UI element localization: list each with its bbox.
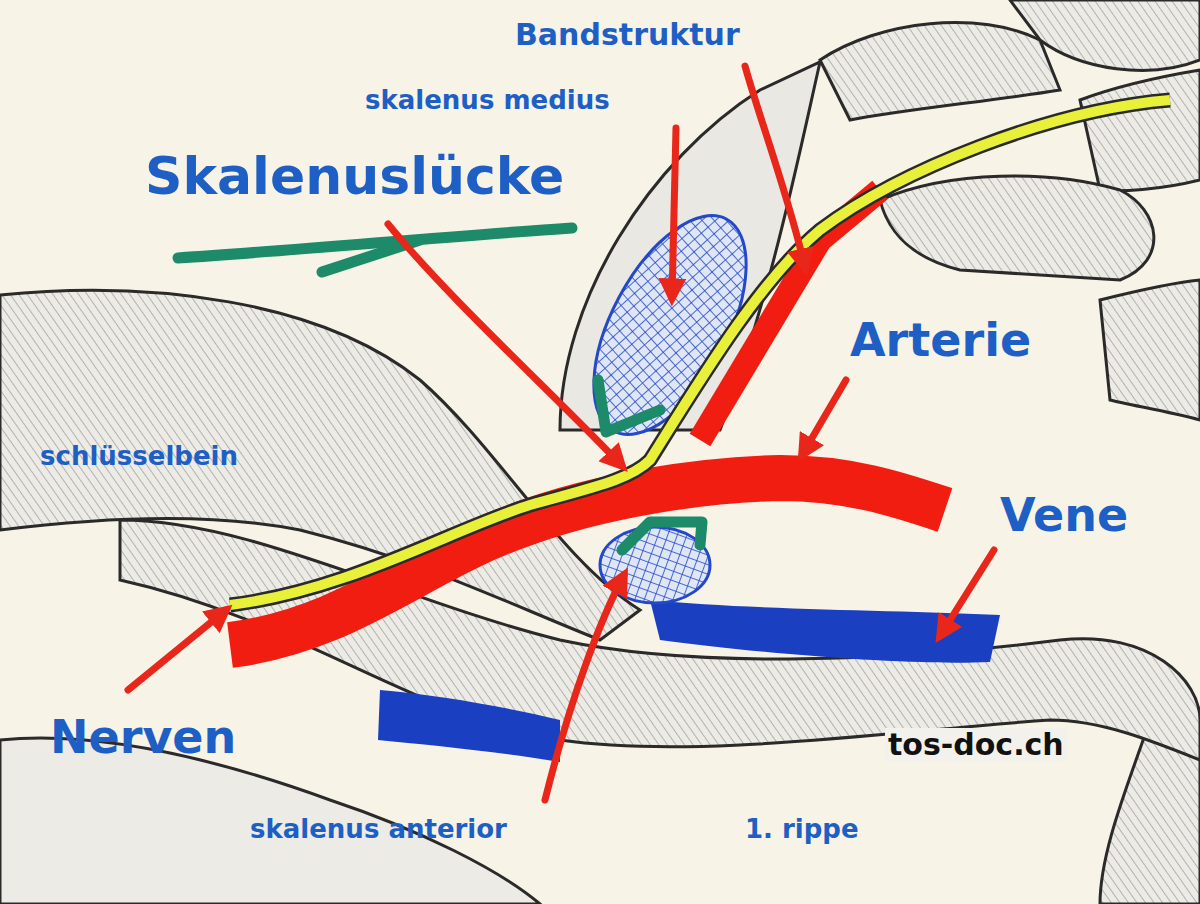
anatomy-label: schlüsselbein bbox=[40, 442, 238, 471]
anatomy-label: Skalenuslücke bbox=[145, 148, 564, 205]
anatomy-label: Nerven bbox=[50, 712, 236, 763]
anatomy-label: skalenus medius bbox=[365, 86, 610, 115]
anatomy-label: tos-doc.ch bbox=[885, 728, 1067, 761]
anatomy-label: Vene bbox=[1000, 490, 1128, 541]
anatomy-label: Bandstruktur bbox=[515, 18, 740, 51]
anatomy-label: 1. rippe bbox=[745, 815, 859, 844]
anatomy-label: skalenus anterior bbox=[250, 815, 507, 844]
anatomy-label: Arterie bbox=[850, 315, 1031, 366]
